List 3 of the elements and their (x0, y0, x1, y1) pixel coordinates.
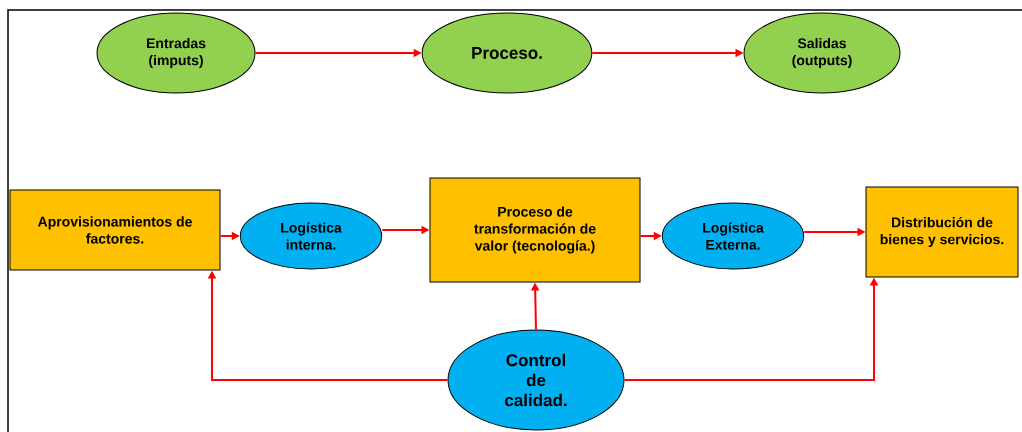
process-box: Aprovisionamientos de factores. (9, 189, 221, 271)
process-box: Proceso de transformación de valor (tecnología.) (429, 177, 641, 283)
process-box: Distribución de bienes y servicios. (865, 186, 1019, 278)
